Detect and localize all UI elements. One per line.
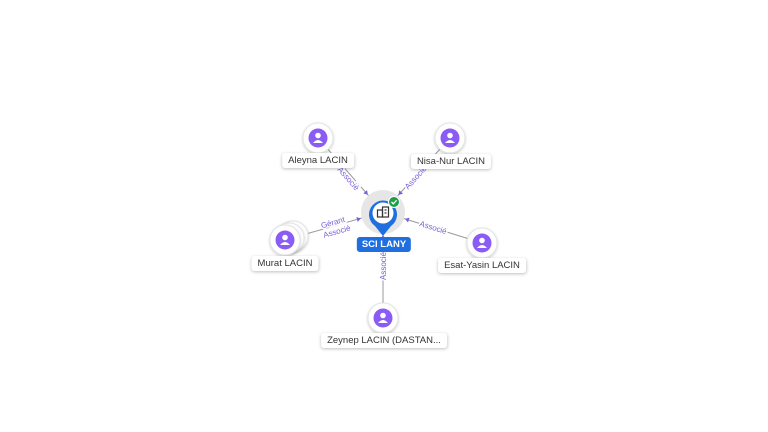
person-label-aleyna[interactable]: Aleyna LACIN [282, 153, 354, 168]
person-label-murat[interactable]: Murat LACIN [251, 256, 319, 271]
person-icon [275, 230, 295, 250]
person-node-aleyna[interactable] [302, 122, 334, 154]
person-label-nisa[interactable]: Nisa-Nur LACIN [410, 154, 492, 169]
center-label[interactable]: SCI LANY [356, 237, 412, 252]
edge-label-zeynep: Associé [379, 251, 388, 280]
person-node-esat[interactable] [466, 227, 498, 259]
person-node-nisa[interactable] [434, 122, 466, 154]
person-node-murat[interactable] [269, 220, 309, 256]
center-node[interactable] [361, 190, 405, 236]
edge-arrow-nisa [398, 190, 403, 195]
edge-arrow-murat [356, 217, 361, 222]
person-node-zeynep[interactable] [367, 302, 399, 334]
edge-arrow-esat [404, 217, 410, 223]
check-badge-icon [388, 196, 400, 208]
person-label-zeynep[interactable]: Zeynep LACIN (DASTAN... [321, 333, 447, 348]
person-icon [308, 128, 328, 148]
person-icon [472, 233, 492, 253]
edge-arrow-aleyna [363, 190, 368, 195]
person-icon [440, 128, 460, 148]
person-label-esat[interactable]: Esat-Yasin LACIN [438, 258, 526, 273]
edge-label-aleyna: Associé [336, 165, 362, 192]
building-icon [376, 206, 390, 218]
person-icon [373, 308, 393, 328]
edge-label-esat: Associé [418, 219, 448, 236]
